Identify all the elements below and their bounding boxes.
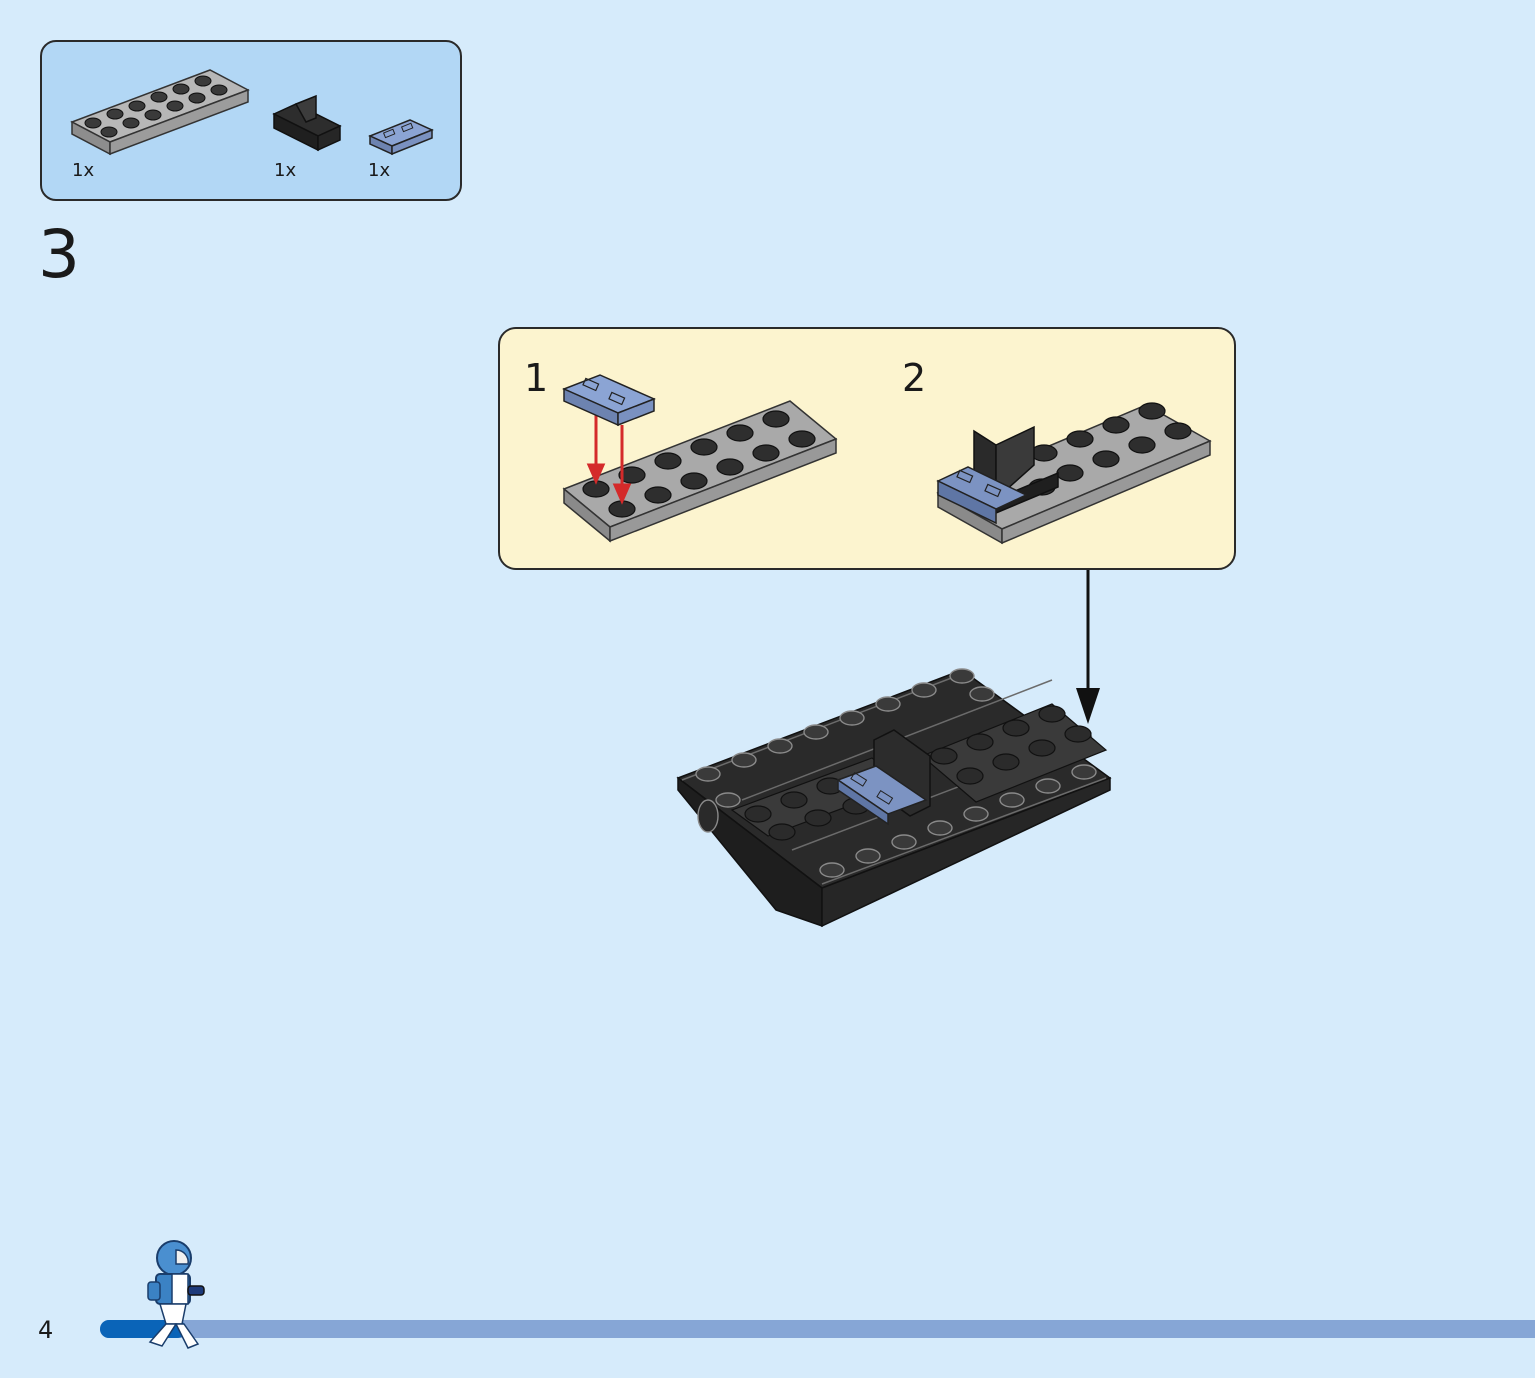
part-quantity: 1x	[368, 160, 391, 181]
blue-tile-image	[368, 119, 434, 156]
part-quantity: 1x	[72, 160, 95, 181]
substep-number: 1	[524, 356, 549, 400]
grey-plate-2x6-image	[70, 69, 250, 156]
part-quantity: 1x	[274, 160, 297, 181]
page-number: 4	[38, 1316, 54, 1344]
car-chassis-model-illustration	[676, 668, 1112, 928]
red-placement-arrows	[586, 411, 632, 505]
parts-list-callout: 1x 1x 1x	[40, 40, 462, 201]
substep-number: 2	[902, 356, 927, 400]
step-number: 3	[38, 216, 80, 293]
substep-callout: 1 2	[498, 327, 1236, 570]
substep-1-illustration	[562, 374, 838, 543]
racer-minifigure-icon	[147, 1240, 205, 1349]
substep-2-illustration	[936, 402, 1212, 545]
black-bracket-image	[272, 94, 342, 152]
attach-arrow	[1076, 570, 1100, 724]
progress-bar	[100, 1320, 1535, 1338]
